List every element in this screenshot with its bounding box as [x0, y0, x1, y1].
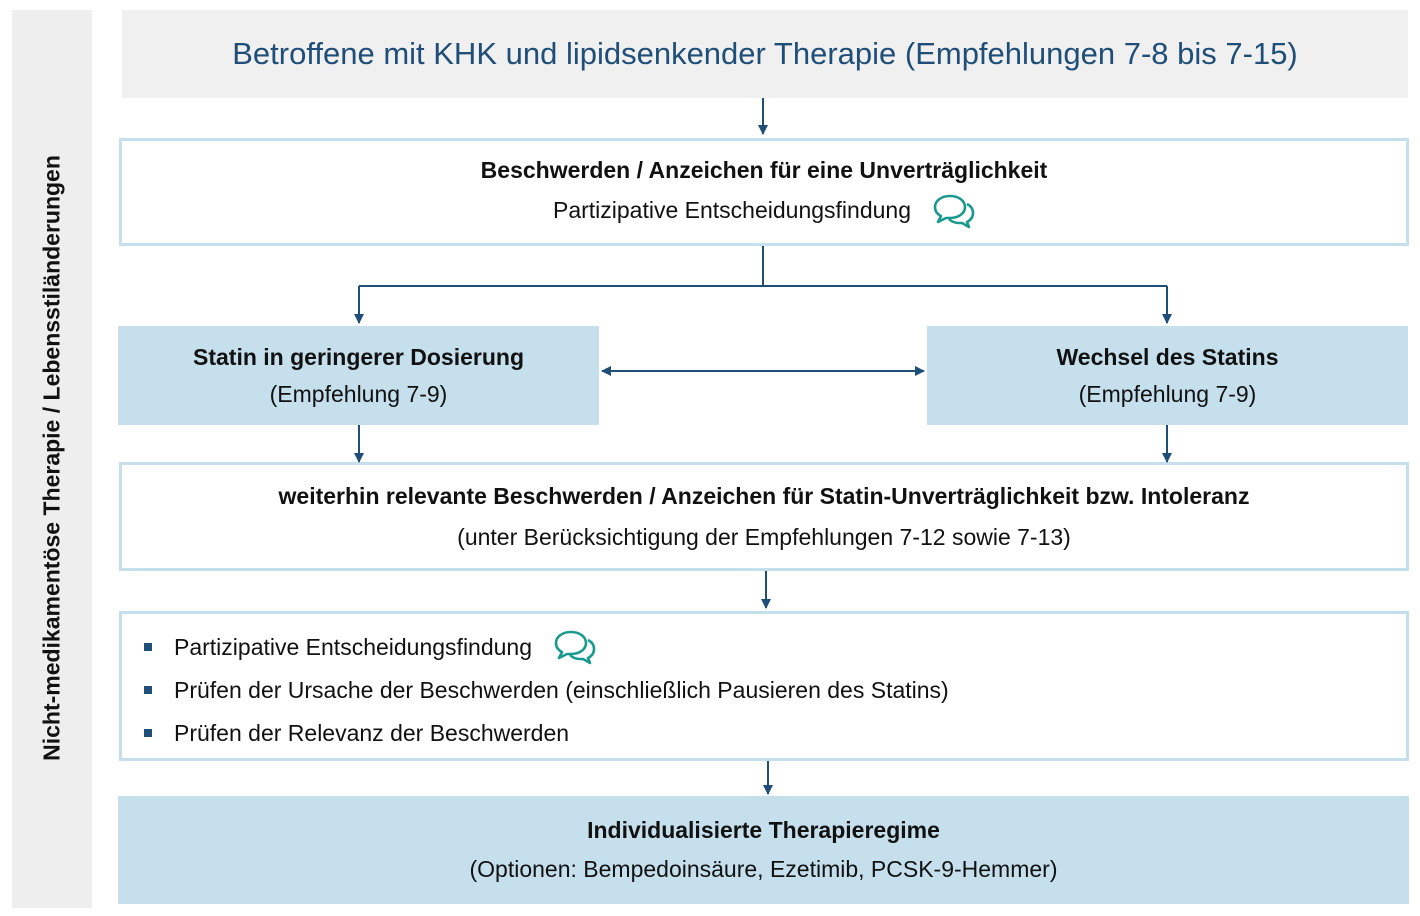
checks-box: Partizipative Entscheidungsfindung Prüfe…: [119, 611, 1409, 761]
complaints-box: Beschwerden / Anzeichen für eine Unvertr…: [119, 138, 1409, 246]
therapy-regime-box: Individualisierte Therapieregime (Option…: [118, 796, 1409, 904]
page-title-box: Betroffene mit KHK und lipidsenkender Th…: [122, 10, 1408, 98]
list-item: Partizipative Entscheidungsfindung: [144, 626, 1406, 669]
speech-bubbles-icon: [933, 192, 975, 230]
low-dose-subline: (Empfehlung 7-9): [269, 380, 448, 407]
low-dose-box: Statin in geringerer Dosierung (Empfehlu…: [118, 326, 599, 425]
speech-bubbles-icon-graphic: [554, 630, 596, 665]
list-item: Prüfen der Relevanz der Beschwerden: [144, 712, 1406, 755]
check-item-label: Prüfen der Ursache der Beschwerden (eins…: [174, 676, 949, 703]
check-item-label: Prüfen der Relevanz der Beschwerden: [174, 719, 570, 746]
complaints-subline: Partizipative Entscheidungsfindung: [552, 197, 911, 223]
regime-subline: (Optionen: Bempedoinsäure, Ezetimib, PCS…: [469, 856, 1058, 882]
persistent-subline: (unter Berücksichtigung der Empfehlungen…: [457, 523, 1071, 550]
bullet-marker: [144, 643, 152, 651]
persistent-heading: weiterhin relevante Beschwerden / Anzeic…: [278, 482, 1250, 509]
speech-bubbles-icon-graphic: [933, 194, 975, 228]
regime-heading: Individualisierte Therapieregime: [587, 817, 940, 843]
sidebar-panel: [12, 10, 92, 908]
speech-bubbles-icon: [554, 628, 596, 666]
bullet-marker: [144, 729, 152, 737]
switch-statin-subline: (Empfehlung 7-9): [1078, 380, 1257, 407]
check-item-label: Partizipative Entscheidungsfindung: [174, 633, 533, 660]
page-title: Betroffene mit KHK und lipidsenkender Th…: [232, 36, 1298, 71]
complaints-heading: Beschwerden / Anzeichen für eine Unvertr…: [480, 156, 1048, 183]
bullet-marker: [144, 686, 152, 694]
switch-statin-heading: Wechsel des Statins: [1056, 343, 1279, 370]
low-dose-heading: Statin in geringerer Dosierung: [193, 343, 524, 370]
split-line: [359, 246, 1167, 287]
switch-statin-box: Wechsel des Statins (Empfehlung 7-9): [927, 326, 1408, 425]
persistent-complaints-box: weiterhin relevante Beschwerden / Anzeic…: [119, 462, 1409, 571]
list-item: Prüfen der Ursache der Beschwerden (eins…: [144, 669, 1406, 712]
